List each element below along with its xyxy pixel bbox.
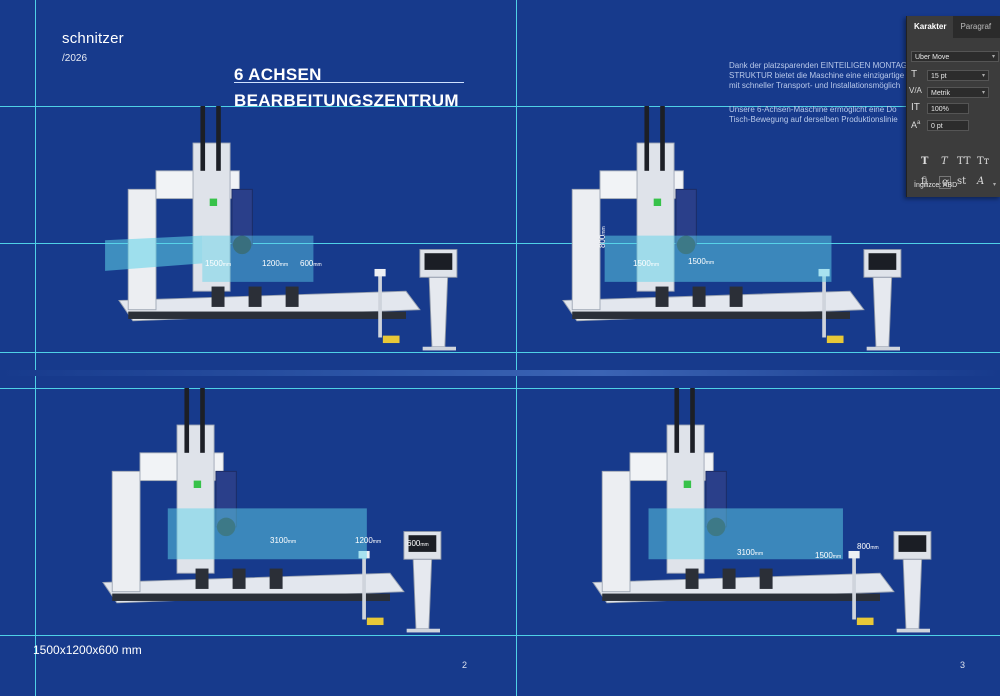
- brand-year: /2026: [62, 53, 88, 64]
- kerning-field[interactable]: Metrik ▾: [927, 87, 989, 98]
- dimension-label: 1500mm: [205, 259, 232, 268]
- title-line-2: BEARBEITUNGSZENTRUM: [234, 91, 459, 110]
- vertical-scale-field[interactable]: 100%: [927, 103, 969, 114]
- work-volume: [648, 508, 843, 560]
- vertical-scale-icon: IT: [911, 102, 920, 113]
- font-size-value: 15 pt: [931, 73, 947, 80]
- dimension-label: 1500mm: [815, 551, 842, 560]
- brand-name: schnitzer: [62, 30, 124, 47]
- work-volume: [167, 508, 367, 560]
- tab-character[interactable]: Karakter: [907, 16, 954, 38]
- dimension-label: 800mm: [598, 226, 607, 248]
- text-line: Tisch-Bewegung auf derselben Produktions…: [729, 115, 898, 124]
- stylistic-alternates-button[interactable]: st: [957, 176, 967, 187]
- description-paragraph-2: Unsere 6-Achsen-Maschine ermöglicht eine…: [729, 105, 909, 125]
- description-paragraph-1: Dank der platzsparenden EINTEILIGEN MONT…: [729, 61, 909, 91]
- text-line: Dank der platzsparenden EINTEILIGEN MONT…: [729, 61, 908, 70]
- guide-line-horizontal: [0, 388, 1000, 389]
- dimension-label: 800mm: [857, 542, 879, 551]
- dimension-label: 1200mm: [262, 259, 289, 268]
- guide-line-horizontal: [0, 352, 1000, 353]
- dimensions-caption: 1500x1200x600 mm: [33, 643, 142, 657]
- baseline-shift-field[interactable]: 0 pt: [927, 120, 969, 131]
- guide-line-horizontal: [0, 243, 1000, 244]
- chevron-down-icon: ▾: [991, 54, 995, 60]
- dimension-label: 3100mm: [270, 536, 297, 545]
- work-volume: [105, 235, 203, 271]
- faux-bold-button[interactable]: T: [921, 156, 929, 167]
- faux-italic-button[interactable]: T: [941, 156, 948, 167]
- tab-paragraph[interactable]: Paragraf: [960, 22, 992, 31]
- machine-illustration-2: [562, 106, 902, 351]
- work-volume: [604, 235, 832, 282]
- guide-line-horizontal: [0, 106, 1000, 107]
- character-panel: Karakter Paragraf Uber Move ▾ T 15 pt ▾ …: [906, 16, 1000, 197]
- baseline-shift-icon: Aa: [911, 120, 921, 130]
- machine-illustration-4: [592, 388, 932, 633]
- panel-tabs: Karakter Paragraf: [907, 16, 1000, 38]
- machine-illustration-1: [105, 106, 458, 351]
- dimension-label: 600mm: [300, 259, 322, 268]
- work-volume: [202, 235, 314, 282]
- dimension-label: 1200mm: [355, 536, 382, 545]
- discretionary-ligature-button[interactable]: ơ: [939, 176, 952, 189]
- chevron-down-icon: ▾: [981, 90, 985, 96]
- language-select[interactable]: İngilizce: ABD ▾: [911, 180, 999, 191]
- machine-illustration-3: [102, 388, 442, 633]
- baseline-shift-value: 0 pt: [931, 123, 943, 130]
- dimension-label: 1500mm: [688, 257, 715, 266]
- dimension-label: 600mm: [407, 539, 429, 548]
- ligature-button[interactable]: ﬁ: [921, 176, 928, 187]
- text-line: STRUKTUR bietet die Maschine eine einzig…: [729, 71, 905, 80]
- small-caps-button[interactable]: Tт: [977, 156, 990, 167]
- title-rule: [234, 82, 464, 83]
- spread-divider: [0, 370, 1000, 376]
- chevron-down-icon: ▾: [992, 182, 996, 188]
- font-size-field[interactable]: 15 pt ▾: [927, 70, 989, 81]
- kerning-value: Metrik: [931, 90, 951, 97]
- vertical-scale-value: 100%: [931, 106, 949, 113]
- title-line-1: 6 ACHSEN: [234, 65, 322, 84]
- guide-line-horizontal: [0, 635, 1000, 636]
- language-value: İngilizce: ABD: [914, 182, 958, 189]
- all-caps-button[interactable]: TT: [957, 156, 971, 167]
- font-family-value: Uber Move: [915, 54, 950, 61]
- kerning-icon: V/A: [909, 86, 922, 95]
- font-size-icon: T: [911, 69, 918, 80]
- guide-line-vertical: [516, 0, 517, 696]
- font-family-select[interactable]: Uber Move ▾: [911, 51, 999, 62]
- chevron-down-icon: ▾: [981, 73, 985, 79]
- page-number-left: 2: [462, 660, 468, 670]
- text-line: Unsere 6-Achsen-Maschine ermöglicht eine…: [729, 105, 897, 114]
- swash-button[interactable]: A: [977, 176, 985, 187]
- dimension-label: 1500mm: [633, 259, 660, 268]
- guide-line-vertical: [35, 0, 36, 696]
- page-title: 6 ACHSEN BEARBEITUNGSZENTRUM: [234, 62, 459, 114]
- page-number-right: 3: [960, 660, 966, 670]
- dimension-label: 3100mm: [737, 548, 764, 557]
- text-line: mit schneller Transport- und Installatio…: [729, 81, 901, 90]
